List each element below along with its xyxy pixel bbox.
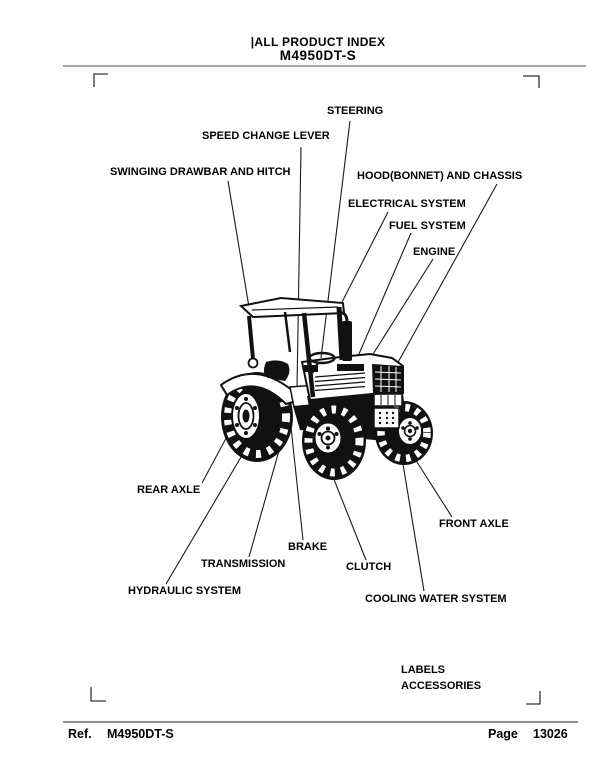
leader-line-transmission [248, 446, 281, 558]
callout-clutch[interactable]: CLUTCH [346, 561, 392, 573]
leader-line-fuel-system [355, 232, 412, 362]
steering-wheel [308, 351, 336, 374]
crop-mark-bottom-left [90, 687, 106, 702]
leader-line-swinging-drawbar [227, 180, 250, 308]
rops-far-post [283, 311, 292, 353]
leader-line-clutch [332, 476, 367, 561]
callout-engine[interactable]: ENGINE [413, 246, 456, 258]
grille [372, 364, 403, 394]
seat [263, 360, 290, 381]
callout-transmission[interactable]: TRANSMISSION [201, 558, 286, 570]
callout-hydraulic-system[interactable]: HYDRAULIC SYSTEM [128, 585, 242, 597]
rops-rear-post [247, 315, 255, 360]
model-title: M4950DT-S [279, 48, 357, 63]
hood-louvres [314, 372, 366, 392]
front-bumper [373, 393, 403, 429]
leader-line-cooling-water [402, 463, 425, 592]
callout-swinging-drawbar-and-hitch[interactable]: SWINGING DRAWBAR AND HITCH [110, 166, 291, 178]
rops-a-pillar [336, 306, 345, 361]
callout-cooling-water-system[interactable]: COOLING WATER SYSTEM [365, 593, 507, 605]
brand-badge [337, 364, 364, 371]
callout-electrical-system[interactable]: ELECTRICAL SYSTEM [348, 198, 466, 210]
leader-line-hydraulic-system [165, 451, 245, 585]
exhaust-muffler [338, 311, 352, 361]
canopy-roof [238, 296, 346, 319]
callout-brake[interactable]: BRAKE [288, 541, 328, 553]
callout-speed-change-lever[interactable]: SPEED CHANGE LEVER [202, 130, 330, 142]
page-title: |ALL PRODUCT INDEX [250, 35, 386, 49]
callout-accessories[interactable]: ACCESSORIES [401, 680, 482, 692]
leader-line-hood-chassis [395, 183, 498, 367]
tractor-illustration [219, 296, 433, 480]
rops-canopy [238, 296, 346, 398]
footer-page-value: 13026 [533, 727, 568, 741]
callout-hood-bonnet-and-chassis[interactable]: HOOD(BONNET) AND CHASSIS [357, 170, 523, 182]
rops-front-post [301, 312, 316, 398]
leader-line-steering [320, 120, 351, 359]
crop-mark-top-right [523, 75, 540, 88]
leader-line-engine [362, 258, 434, 371]
leader-line-electrical-system [338, 211, 389, 309]
callout-rear-axle[interactable]: REAR AXLE [137, 484, 201, 496]
front-left-wheel [302, 402, 366, 480]
mirror-knob [247, 357, 259, 369]
crop-marks [90, 73, 541, 705]
callout-labels[interactable]: LABELS [401, 664, 445, 676]
callout-steering[interactable]: STEERING [327, 105, 384, 117]
leader-line-speed-change-lever [296, 146, 302, 389]
leader-lines [165, 120, 498, 592]
footer-page-label: Page [488, 727, 518, 741]
crop-mark-bottom-right [526, 691, 541, 705]
leader-line-front-axle [414, 458, 453, 518]
callout-front-axle[interactable]: FRONT AXLE [439, 518, 509, 530]
callout-fuel-system[interactable]: FUEL SYSTEM [389, 220, 466, 232]
crop-mark-top-left [93, 73, 108, 87]
footer-ref-label: Ref. [68, 727, 92, 741]
leader-line-brake [290, 426, 304, 541]
footer-ref-value: M4950DT-S [107, 727, 174, 741]
